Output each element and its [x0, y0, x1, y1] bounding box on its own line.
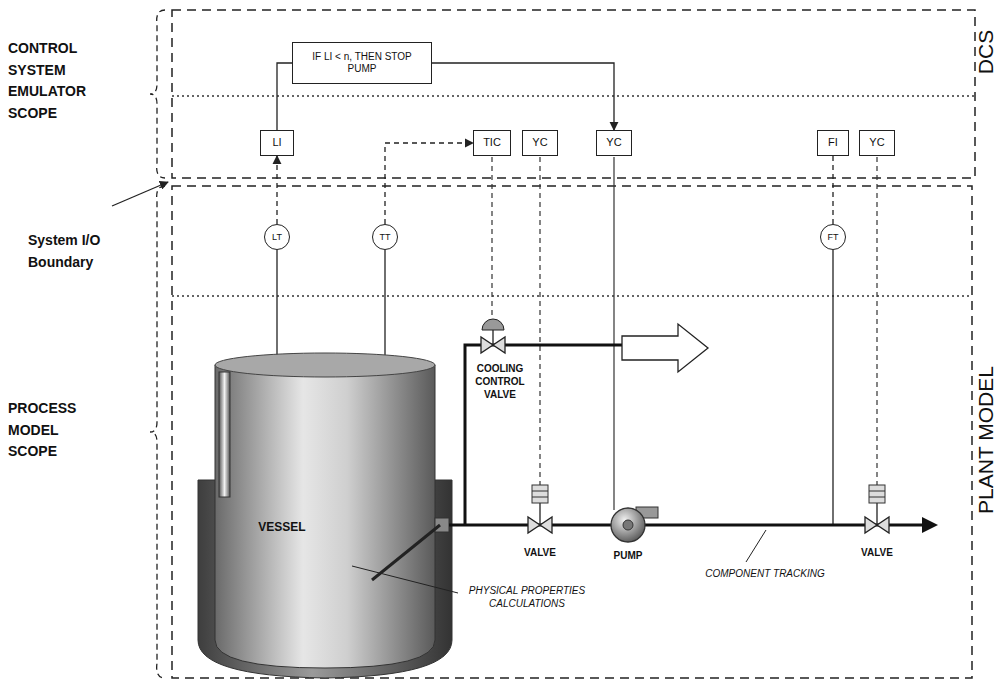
note-label: COMPONENT TRACKING — [695, 566, 835, 582]
instrument-tag: FT — [828, 232, 839, 243]
box-text: YC — [532, 136, 547, 149]
vessel-top — [215, 353, 435, 377]
instrument-tag: LT — [272, 232, 282, 243]
sight-glass — [219, 372, 230, 497]
leader-line — [352, 566, 458, 593]
controller-box: TIC — [473, 130, 511, 156]
hollow-arrow — [622, 324, 708, 372]
valve-actuator — [482, 319, 504, 330]
pump-symbol — [611, 508, 645, 542]
scope-divider — [172, 95, 975, 96]
valve-actuator — [869, 485, 885, 503]
equipment-label: PUMP — [603, 548, 653, 564]
output-box: YC — [522, 130, 558, 156]
dcs-region — [172, 10, 975, 178]
output-box: YC — [596, 130, 632, 156]
box-text: YC — [606, 136, 621, 149]
signal-connector — [432, 63, 614, 130]
valve-stem — [492, 330, 493, 345]
plant-region — [172, 186, 972, 678]
box-text: YC — [869, 136, 884, 149]
valve-stem — [876, 503, 877, 525]
scope-brace — [150, 10, 165, 178]
vessel-body — [215, 365, 435, 668]
sensor-line — [832, 250, 833, 524]
box-text: FI — [828, 136, 838, 149]
signal-connector — [385, 143, 473, 224]
flow-arrow — [922, 517, 938, 533]
pump-symbol — [623, 520, 633, 530]
process-pipe — [449, 524, 924, 527]
signal-connector — [832, 156, 833, 224]
signal-line — [876, 157, 877, 485]
output-box: YC — [859, 130, 895, 156]
indicator-box: FI — [817, 130, 849, 156]
valve-actuator — [532, 491, 548, 492]
transmitter-circle: FT — [820, 224, 846, 250]
equipment-label: COOLING CONTROL VALVE — [467, 362, 533, 401]
note-label: PHYSICAL PROPERTIES CALCULATIONS — [462, 584, 592, 610]
boundary-label: System I/O Boundary — [28, 230, 116, 273]
nozzle — [435, 518, 449, 532]
scope-label: CONTROL SYSTEM EMULATOR SCOPE — [8, 38, 108, 125]
valve-actuator — [869, 491, 885, 492]
io-divider — [172, 295, 972, 296]
signal-line — [491, 157, 492, 318]
scope-brace — [150, 186, 165, 678]
region-title: DCS — [975, 30, 996, 74]
signal-connector — [276, 156, 277, 224]
region-title: PLANT MODEL — [975, 366, 996, 514]
valve-actuator — [532, 485, 548, 503]
valve-stem — [539, 503, 540, 525]
signal-connector — [277, 63, 292, 130]
scope-label: PROCESS MODEL SCOPE — [8, 398, 100, 463]
box-text: LI — [272, 136, 281, 149]
indicator-box: LI — [260, 130, 294, 156]
instrument-tag: TT — [380, 232, 391, 243]
equipment-label: VESSEL — [250, 518, 314, 537]
box-text: TIC — [483, 136, 501, 149]
transmitter-circle: TT — [372, 224, 398, 250]
transmitter-circle: LT — [264, 224, 290, 250]
equipment-label: VALVE — [852, 545, 902, 561]
signal-line — [613, 157, 614, 510]
signal-line — [539, 157, 540, 485]
dip-pipe — [372, 525, 440, 580]
box-text: IF LI < n, THEN STOP PUMP — [312, 51, 412, 75]
pointer-arrow — [112, 182, 168, 206]
leader-line — [746, 530, 766, 562]
logic-box: IF LI < n, THEN STOP PUMP — [292, 42, 432, 84]
equipment-label: VALVE — [515, 545, 565, 561]
valve-actuator — [869, 497, 885, 498]
cooling-pipe — [465, 345, 622, 525]
valve-actuator — [532, 497, 548, 498]
